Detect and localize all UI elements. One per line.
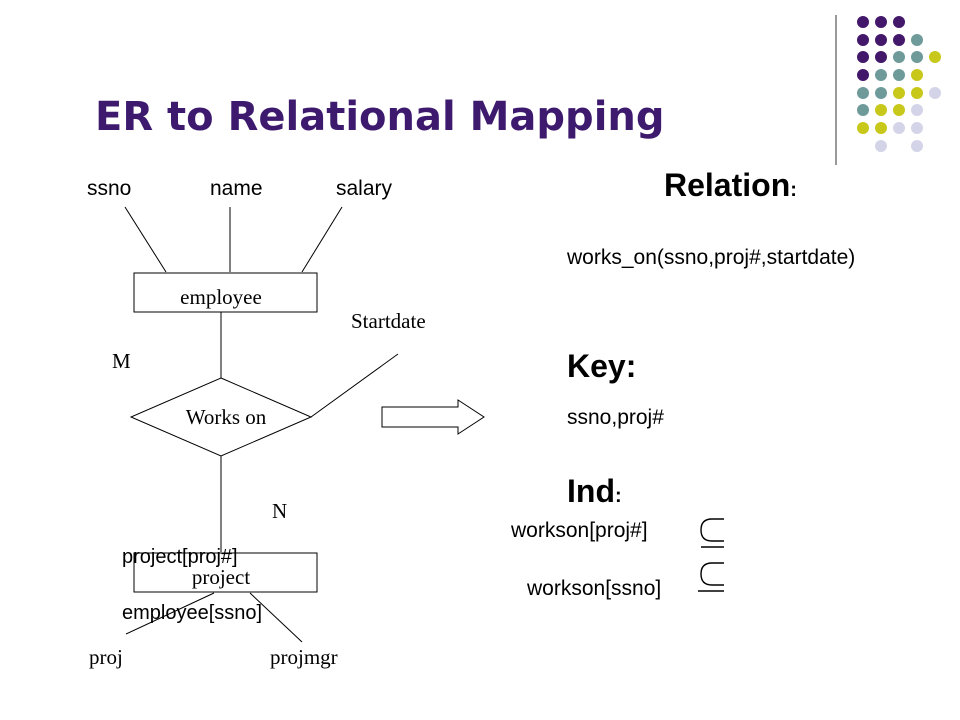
decor-dot bbox=[875, 69, 887, 81]
ind-dependency-1: workson[proj#] bbox=[510, 519, 648, 542]
decor-dot bbox=[857, 104, 869, 116]
decor-dot bbox=[929, 51, 941, 63]
decor-dot bbox=[911, 122, 923, 134]
subset-equal-icon bbox=[700, 518, 724, 548]
decor-dot bbox=[857, 69, 869, 81]
decor-dot bbox=[911, 69, 923, 81]
er-connectors bbox=[124, 206, 399, 643]
decor-dot bbox=[893, 87, 905, 99]
works-on-relationship-diamond bbox=[129, 377, 313, 457]
subset-curve bbox=[700, 562, 724, 586]
slide-title: ER to Relational Mapping bbox=[95, 94, 665, 140]
decor-dot bbox=[911, 87, 923, 99]
decor-dot bbox=[911, 140, 923, 152]
cardinality-n: N bbox=[272, 499, 287, 523]
ind-dependency-2: workson[ssno] bbox=[526, 577, 661, 600]
decor-dot bbox=[875, 51, 887, 63]
attribute-name: name bbox=[210, 177, 263, 200]
decor-dot bbox=[875, 140, 887, 152]
attribute-proj: proj bbox=[89, 645, 123, 669]
employee-entity-label: employee bbox=[180, 285, 262, 309]
connector-salary bbox=[301, 206, 343, 273]
decor-dot bbox=[875, 104, 887, 116]
decor-dot bbox=[875, 16, 887, 28]
ind-heading-colon: : bbox=[615, 485, 622, 507]
decor-dot bbox=[911, 51, 923, 63]
project-entity-label: project bbox=[192, 565, 250, 589]
cardinality-m: M bbox=[112, 349, 131, 373]
decor-dot bbox=[875, 87, 887, 99]
attribute-projmgr: projmgr bbox=[270, 645, 338, 669]
decor-dot bbox=[911, 104, 923, 116]
decor-dot bbox=[893, 69, 905, 81]
connector-proj bbox=[125, 592, 215, 635]
employee-entity-box bbox=[133, 272, 318, 313]
attribute-startdate: Startdate bbox=[351, 309, 426, 333]
attribute-salary: salary bbox=[336, 177, 393, 200]
connector-projmgr bbox=[249, 592, 303, 643]
decorative-dot-grid bbox=[857, 16, 941, 152]
ind-heading-text: Ind bbox=[567, 473, 615, 509]
subset-curve bbox=[700, 518, 724, 542]
decor-dot bbox=[857, 87, 869, 99]
decor-dot bbox=[857, 122, 869, 134]
project-key-text: project[proj#] bbox=[122, 546, 238, 568]
relation-schema: works_on(ssno,proj#,startdate) bbox=[566, 246, 855, 269]
decor-dot bbox=[893, 51, 905, 63]
relation-heading-colon: : bbox=[790, 179, 797, 201]
works-on-relationship-label: Works on bbox=[186, 405, 267, 429]
key-heading: Key: bbox=[567, 348, 636, 384]
decor-dot bbox=[893, 16, 905, 28]
key-value: ssno,proj# bbox=[567, 406, 664, 429]
ind-heading: Ind: bbox=[567, 473, 622, 509]
mapping-arrow bbox=[381, 399, 485, 435]
decor-dot bbox=[875, 122, 887, 134]
project-entity-box bbox=[133, 552, 318, 593]
relation-heading: Relation: bbox=[664, 167, 797, 203]
decor-dot bbox=[911, 34, 923, 46]
decor-dot bbox=[893, 122, 905, 134]
connector-ssno bbox=[124, 206, 167, 273]
decor-dot bbox=[875, 34, 887, 46]
decor-dot bbox=[857, 34, 869, 46]
connector-startdate bbox=[310, 353, 399, 418]
decor-dot bbox=[929, 87, 941, 99]
decor-dot bbox=[857, 51, 869, 63]
employee-key-text: employee[ssno] bbox=[122, 602, 262, 624]
relation-heading-text: Relation bbox=[664, 167, 790, 203]
decor-dot bbox=[893, 104, 905, 116]
attribute-ssno: ssno bbox=[87, 177, 131, 200]
subset-equal-icon bbox=[698, 562, 724, 592]
decor-dot bbox=[893, 34, 905, 46]
decor-dot bbox=[857, 16, 869, 28]
